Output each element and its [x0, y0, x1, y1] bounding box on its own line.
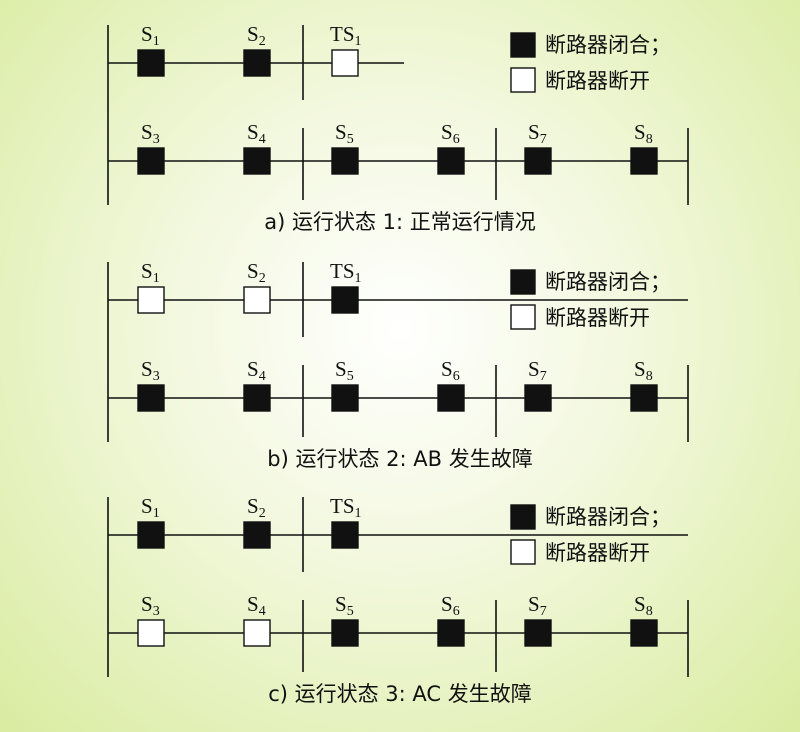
breaker-s1: [137, 49, 165, 77]
breaker-s6: [437, 384, 465, 412]
breaker-s1: [137, 286, 165, 314]
breaker-s4: [243, 147, 271, 175]
legend-open-swatch: [510, 539, 536, 565]
breaker-label: S8: [634, 592, 653, 619]
legend-open-swatch: [510, 304, 536, 330]
breaker-label: S1: [141, 22, 160, 49]
breaker-s8: [630, 384, 658, 412]
breaker-label: S2: [247, 22, 266, 49]
legend: 断路器闭合； 断路器断开: [510, 32, 671, 93]
legend-open-label: 断路器断开: [545, 69, 650, 93]
breaker-label: S8: [634, 120, 653, 147]
breaker-s3: [137, 147, 165, 175]
breaker-ts1: [331, 521, 359, 549]
legend-open-label: 断路器断开: [545, 306, 650, 330]
breaker-label: S4: [247, 120, 266, 147]
breaker-s2: [243, 521, 271, 549]
breaker-label: S8: [634, 357, 653, 384]
legend-closed-label: 断路器闭合；: [545, 33, 671, 57]
breaker-s7: [524, 384, 552, 412]
breaker-s4: [243, 384, 271, 412]
legend-closed-label: 断路器闭合；: [545, 505, 671, 529]
legend-closed-swatch: [510, 504, 536, 530]
breaker-ts1: [331, 286, 359, 314]
legend-closed-swatch: [510, 32, 536, 58]
legend-open-label: 断路器断开: [545, 541, 650, 565]
breaker-label: S7: [528, 592, 547, 619]
breaker-label: TS1: [330, 259, 362, 286]
breaker-label: S6: [441, 357, 460, 384]
legend: 断路器闭合； 断路器断开: [510, 504, 671, 565]
breaker-s6: [437, 619, 465, 647]
breaker-label: S5: [335, 592, 354, 619]
breaker-s3: [137, 619, 165, 647]
breaker-label: S2: [247, 259, 266, 286]
breaker-s5: [331, 147, 359, 175]
breaker-label: S7: [528, 120, 547, 147]
breaker-label: S3: [141, 357, 160, 384]
breaker-ts1: [331, 49, 359, 77]
panel-caption: c) 运行状态 3: AC 发生故障: [268, 682, 532, 706]
breaker-label: S7: [528, 357, 547, 384]
panel-caption: b) 运行状态 2: AB 发生故障: [267, 447, 532, 471]
breaker-s5: [331, 384, 359, 412]
legend-open-swatch: [510, 67, 536, 93]
legend: 断路器闭合； 断路器断开: [510, 269, 671, 330]
breaker-label: S5: [335, 357, 354, 384]
breaker-s6: [437, 147, 465, 175]
breaker-s1: [137, 521, 165, 549]
breaker-label: S6: [441, 120, 460, 147]
breaker-label: S4: [247, 592, 266, 619]
breaker-label: S3: [141, 592, 160, 619]
breaker-label: S1: [141, 259, 160, 286]
breaker-s3: [137, 384, 165, 412]
breaker-label: S5: [335, 120, 354, 147]
breaker-s8: [630, 147, 658, 175]
breaker-label: TS1: [330, 22, 362, 49]
breaker-label: S1: [141, 494, 160, 521]
legend-closed-label: 断路器闭合；: [545, 270, 671, 294]
breaker-s2: [243, 49, 271, 77]
breaker-label: S4: [247, 357, 266, 384]
legend-closed-swatch: [510, 269, 536, 295]
breaker-label: S6: [441, 592, 460, 619]
breaker-s5: [331, 619, 359, 647]
breaker-s7: [524, 619, 552, 647]
breaker-s7: [524, 147, 552, 175]
breaker-label: TS1: [330, 494, 362, 521]
panel-caption: a) 运行状态 1: 正常运行情况: [264, 210, 536, 234]
breaker-s2: [243, 286, 271, 314]
breaker-label: S2: [247, 494, 266, 521]
breaker-label: S3: [141, 120, 160, 147]
breaker-s8: [630, 619, 658, 647]
breaker-s4: [243, 619, 271, 647]
